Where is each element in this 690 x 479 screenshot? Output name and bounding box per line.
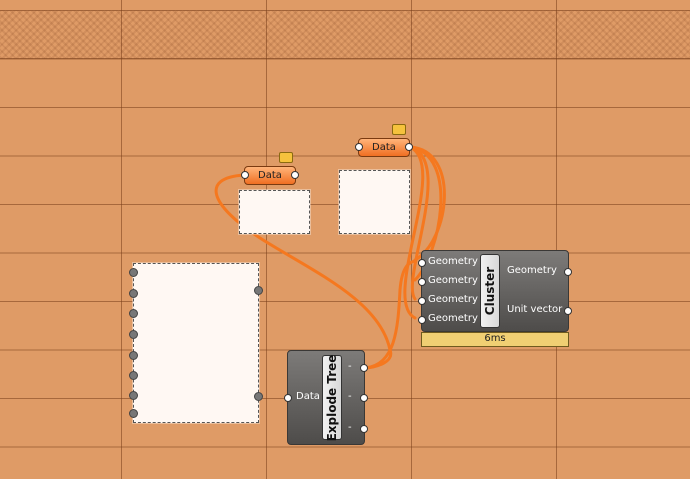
canvas-header-band bbox=[0, 10, 690, 59]
data-node-right[interactable]: Data bbox=[355, 138, 413, 157]
input-pin[interactable] bbox=[241, 171, 249, 179]
input-pin[interactable] bbox=[418, 259, 426, 267]
output-pin[interactable] bbox=[360, 425, 368, 433]
output-pin[interactable] bbox=[564, 307, 572, 315]
panel-left-small[interactable] bbox=[239, 190, 310, 234]
explode-output-label: - bbox=[348, 422, 352, 433]
panel-pin[interactable] bbox=[129, 351, 138, 360]
wire-data2-geom4 bbox=[403, 145, 425, 320]
cluster-output-label: Geometry bbox=[507, 265, 557, 276]
panel-pin[interactable] bbox=[129, 391, 138, 400]
output-pin[interactable] bbox=[360, 394, 368, 402]
message-icon bbox=[392, 124, 406, 135]
output-pin[interactable] bbox=[405, 143, 413, 151]
cluster-title: Cluster bbox=[480, 254, 500, 328]
output-pin[interactable] bbox=[291, 171, 299, 179]
explode-tree-title: Explode Tree bbox=[322, 354, 342, 441]
data-node-left[interactable]: Data bbox=[241, 166, 299, 185]
input-pin[interactable] bbox=[284, 394, 292, 402]
explode-output-label: - bbox=[348, 361, 352, 372]
panel-pin[interactable] bbox=[129, 289, 138, 298]
wire-data1-explode bbox=[214, 173, 393, 370]
panel-pin[interactable] bbox=[254, 392, 263, 401]
cluster-input-label: Geometry bbox=[428, 294, 478, 305]
panel-pin[interactable] bbox=[129, 268, 138, 277]
output-pin[interactable] bbox=[360, 364, 368, 372]
explode-input-label: Data bbox=[296, 391, 320, 402]
panel-pin[interactable] bbox=[129, 371, 138, 380]
panel-pin[interactable] bbox=[129, 409, 138, 418]
message-icon bbox=[279, 152, 293, 163]
data-node-label: Data bbox=[372, 142, 396, 153]
panel-large[interactable] bbox=[129, 263, 263, 423]
panel-pin[interactable] bbox=[129, 309, 138, 318]
input-pin[interactable] bbox=[418, 316, 426, 324]
input-pin[interactable] bbox=[355, 143, 363, 151]
cluster-input-label: Geometry bbox=[428, 256, 478, 267]
wire-data2-geom3 bbox=[408, 145, 430, 301]
cluster-input-label: Geometry bbox=[428, 275, 478, 286]
data-node-label: Data bbox=[258, 170, 282, 181]
panel-right-small[interactable] bbox=[339, 170, 410, 234]
cluster-input-label: Geometry bbox=[428, 313, 478, 324]
panel-pin[interactable] bbox=[129, 330, 138, 339]
cluster-component[interactable]: Geometry Geometry Geometry Geometry Clus… bbox=[418, 250, 572, 332]
wire-explode-cluster bbox=[363, 259, 417, 370]
explode-output-label: - bbox=[348, 391, 352, 402]
cluster-output-label: Unit vector bbox=[507, 304, 563, 315]
explode-tree-component[interactable]: Data Explode Tree - - - bbox=[284, 350, 368, 445]
panel-pin[interactable] bbox=[254, 286, 263, 295]
cluster-timer: 6ms bbox=[421, 332, 569, 347]
input-pin[interactable] bbox=[418, 278, 426, 286]
input-pin[interactable] bbox=[418, 297, 426, 305]
output-pin[interactable] bbox=[564, 268, 572, 276]
